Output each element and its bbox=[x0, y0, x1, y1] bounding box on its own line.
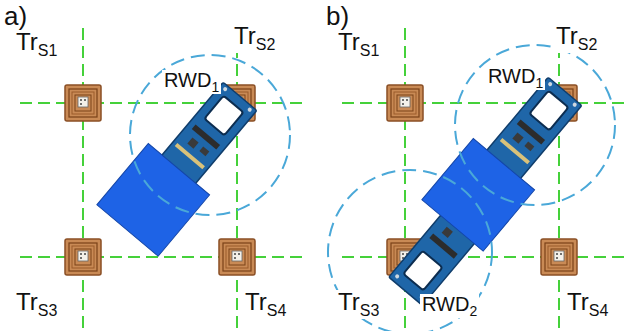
transponder-label: TrS1 bbox=[336, 30, 381, 59]
label-text: Tr bbox=[245, 288, 267, 315]
panel-letter: b) bbox=[326, 3, 349, 29]
label-text: Tr bbox=[338, 28, 360, 55]
label-text: Tr bbox=[16, 288, 38, 315]
label-text: b) bbox=[326, 1, 349, 31]
label-subscript: S1 bbox=[360, 42, 380, 59]
label-text: Tr bbox=[234, 22, 256, 49]
transponder-label: TrS3 bbox=[336, 290, 381, 319]
transponder-label: TrS2 bbox=[232, 24, 277, 53]
label-subscript: S4 bbox=[267, 302, 287, 319]
label-text: a) bbox=[4, 1, 27, 31]
label-text: Tr bbox=[338, 288, 360, 315]
label-text: RWD bbox=[164, 69, 211, 91]
label-subscript: 1 bbox=[535, 75, 543, 91]
label-text: RWD bbox=[488, 65, 535, 87]
grid-lines bbox=[20, 28, 628, 331]
transponder-label: TrS1 bbox=[14, 30, 59, 59]
label-subscript: S4 bbox=[589, 302, 609, 319]
label-subscript: S1 bbox=[38, 42, 58, 59]
label-subscript: 2 bbox=[469, 303, 477, 319]
label-text: Tr bbox=[556, 22, 578, 49]
panel-letter: a) bbox=[4, 3, 27, 29]
reader-label: RWD1 bbox=[486, 66, 545, 90]
label-subscript: S3 bbox=[360, 302, 380, 319]
transponder-label: TrS4 bbox=[565, 290, 610, 319]
label-text: RWD bbox=[422, 293, 469, 315]
label-subscript: S2 bbox=[578, 36, 598, 53]
label-text: Tr bbox=[16, 28, 38, 55]
reader-a bbox=[97, 71, 271, 256]
reader-label: RWD2 bbox=[420, 294, 479, 318]
label-subscript: S2 bbox=[256, 36, 276, 53]
transponders bbox=[65, 85, 577, 275]
transponder-label: TrS2 bbox=[554, 24, 599, 53]
label-subscript: S3 bbox=[38, 302, 58, 319]
label-text: Tr bbox=[567, 288, 589, 315]
reader-b1 bbox=[422, 66, 596, 251]
transponder-label: TrS3 bbox=[14, 290, 59, 319]
reader-label: RWD1 bbox=[162, 70, 221, 94]
transponder-label: TrS4 bbox=[243, 290, 288, 319]
read-range bbox=[130, 45, 615, 331]
label-subscript: 1 bbox=[211, 79, 219, 95]
